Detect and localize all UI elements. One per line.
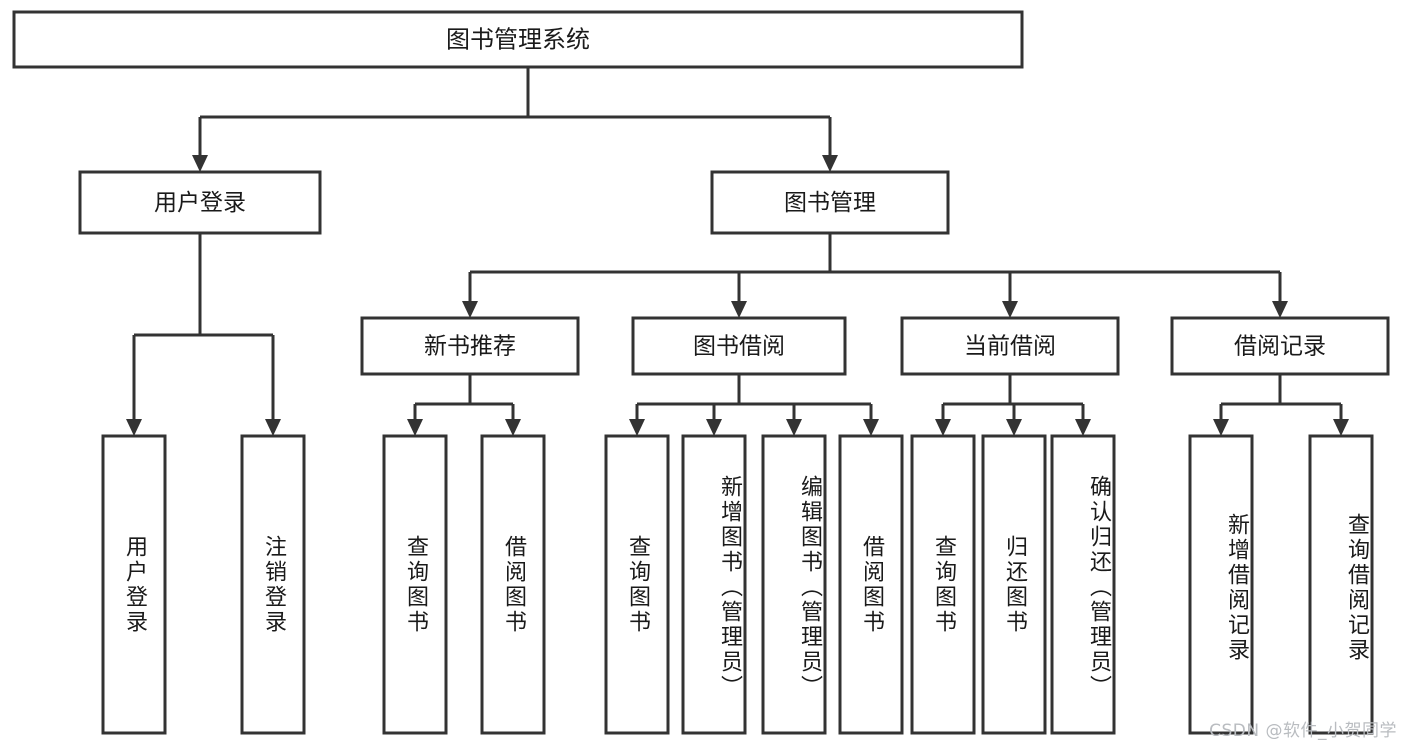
arrow-head-icon: [863, 419, 879, 436]
level2-box-0[interactable]: [360, 316, 580, 376]
leaf-box-4[interactable]: [604, 434, 670, 735]
arrow-head-icon: [407, 419, 423, 436]
arrow-head-icon: [1213, 419, 1229, 436]
level2-box-2[interactable]: [900, 316, 1120, 376]
leaf-box-12[interactable]: [1308, 434, 1374, 735]
level2-label-1: 图书借阅: [693, 334, 785, 360]
leaf-box-10[interactable]: [1050, 434, 1116, 735]
connector-layer: [126, 67, 1349, 436]
leaf-box-7[interactable]: [838, 434, 904, 735]
level2-label-2: 当前借阅: [964, 334, 1056, 360]
arrow-head-icon: [462, 301, 478, 318]
arrow-head-icon: [265, 419, 281, 436]
leaf-box-1[interactable]: [240, 434, 306, 735]
arrow-head-icon: [1333, 419, 1349, 436]
leaf-box-0[interactable]: [101, 434, 167, 735]
leaf-box-3[interactable]: [480, 434, 546, 735]
arrow-head-icon: [706, 419, 722, 436]
level2-box-1[interactable]: [631, 316, 847, 376]
level1-label-0: 用户登录: [154, 190, 246, 216]
leaf-box-2[interactable]: [382, 434, 448, 735]
arrow-head-icon: [935, 419, 951, 436]
level1-box-1[interactable]: [710, 170, 950, 235]
arrow-head-icon: [1002, 301, 1018, 318]
level1-box-0[interactable]: [78, 170, 322, 235]
level2-box-3[interactable]: [1170, 316, 1390, 376]
watermark: CSDN @软件_小贺同学: [1209, 721, 1397, 741]
arrow-head-icon: [505, 419, 521, 436]
arrow-head-icon: [192, 155, 208, 172]
leaf-box-5[interactable]: [681, 434, 747, 735]
box-layer: [12, 10, 1390, 735]
arrow-head-icon: [629, 419, 645, 436]
leaf-box-6[interactable]: [761, 434, 827, 735]
level1-label-1: 图书管理: [784, 190, 876, 216]
arrow-head-icon: [126, 419, 142, 436]
level2-label-0: 新书推荐: [424, 334, 516, 360]
arrow-head-icon: [1272, 301, 1288, 318]
arrow-head-icon: [1006, 419, 1022, 436]
root-box[interactable]: [12, 10, 1024, 69]
leaf-box-11[interactable]: [1188, 434, 1254, 735]
root-label: 图书管理系统: [446, 26, 590, 54]
arrow-head-icon: [1075, 419, 1091, 436]
level2-label-3: 借阅记录: [1234, 334, 1326, 360]
arrow-head-icon: [731, 301, 747, 318]
leaf-box-8[interactable]: [910, 434, 976, 735]
arrow-head-icon: [786, 419, 802, 436]
leaf-box-9[interactable]: [981, 434, 1047, 735]
arrow-head-icon: [822, 155, 838, 172]
